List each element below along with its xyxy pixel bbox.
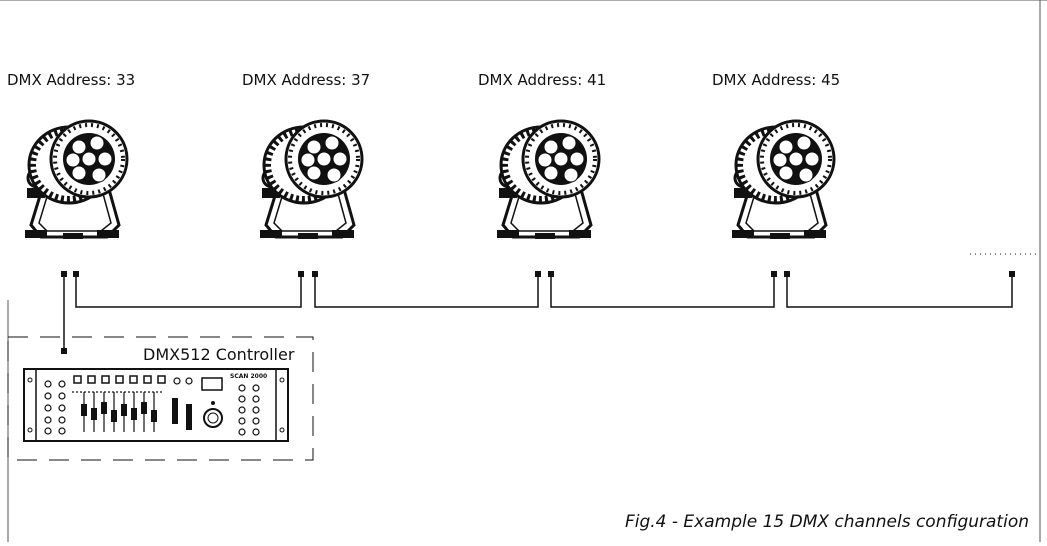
dmx-cable-chain xyxy=(63,275,1013,350)
fixture-1-icon xyxy=(25,121,127,239)
cable-connectors xyxy=(61,271,1015,354)
fixture-2-icon xyxy=(260,121,362,239)
fixture-4-icon xyxy=(732,121,834,239)
fixture-1-address-label: DMX Address: 33 xyxy=(7,71,136,89)
fixture-4-address-label: DMX Address: 45 xyxy=(712,71,841,89)
fixture-2-address-label: DMX Address: 37 xyxy=(242,71,371,89)
controller-label: DMX512 Controller xyxy=(143,345,295,364)
figure-caption: Fig.4 - Example 15 DMX channels configur… xyxy=(624,512,1029,532)
fixture-3-address-label: DMX Address: 41 xyxy=(478,71,607,89)
controller-device-icon: SCAN 2000 xyxy=(23,368,289,442)
fixture-3-icon xyxy=(497,121,599,239)
controller-brand: SCAN 2000 xyxy=(230,373,267,380)
controller-box xyxy=(7,336,314,461)
